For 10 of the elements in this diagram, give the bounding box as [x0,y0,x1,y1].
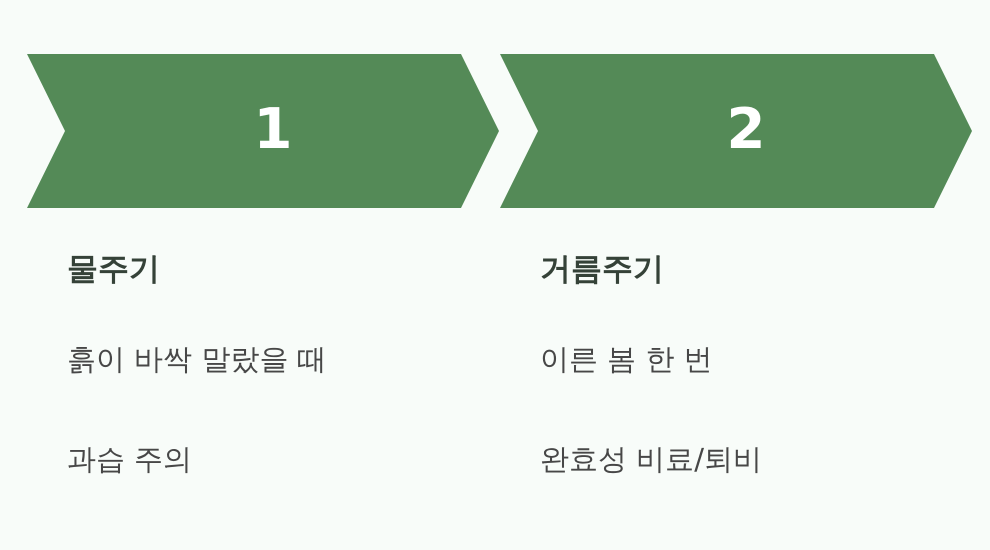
step-number: 2 [726,97,766,162]
step-description: 흙이 바싹 말랐을 때 [67,341,327,378]
step-description: 과습 주의 [67,441,192,478]
step-description: 완효성 비료/퇴비 [540,441,762,478]
step-number: 1 [254,97,292,162]
step-description: 이른 봄 한 번 [540,341,713,378]
chevron-step [27,54,499,208]
chevron-step [500,54,972,208]
step-heading: 거름주기 [540,250,664,289]
step-heading: 물주기 [67,250,160,289]
